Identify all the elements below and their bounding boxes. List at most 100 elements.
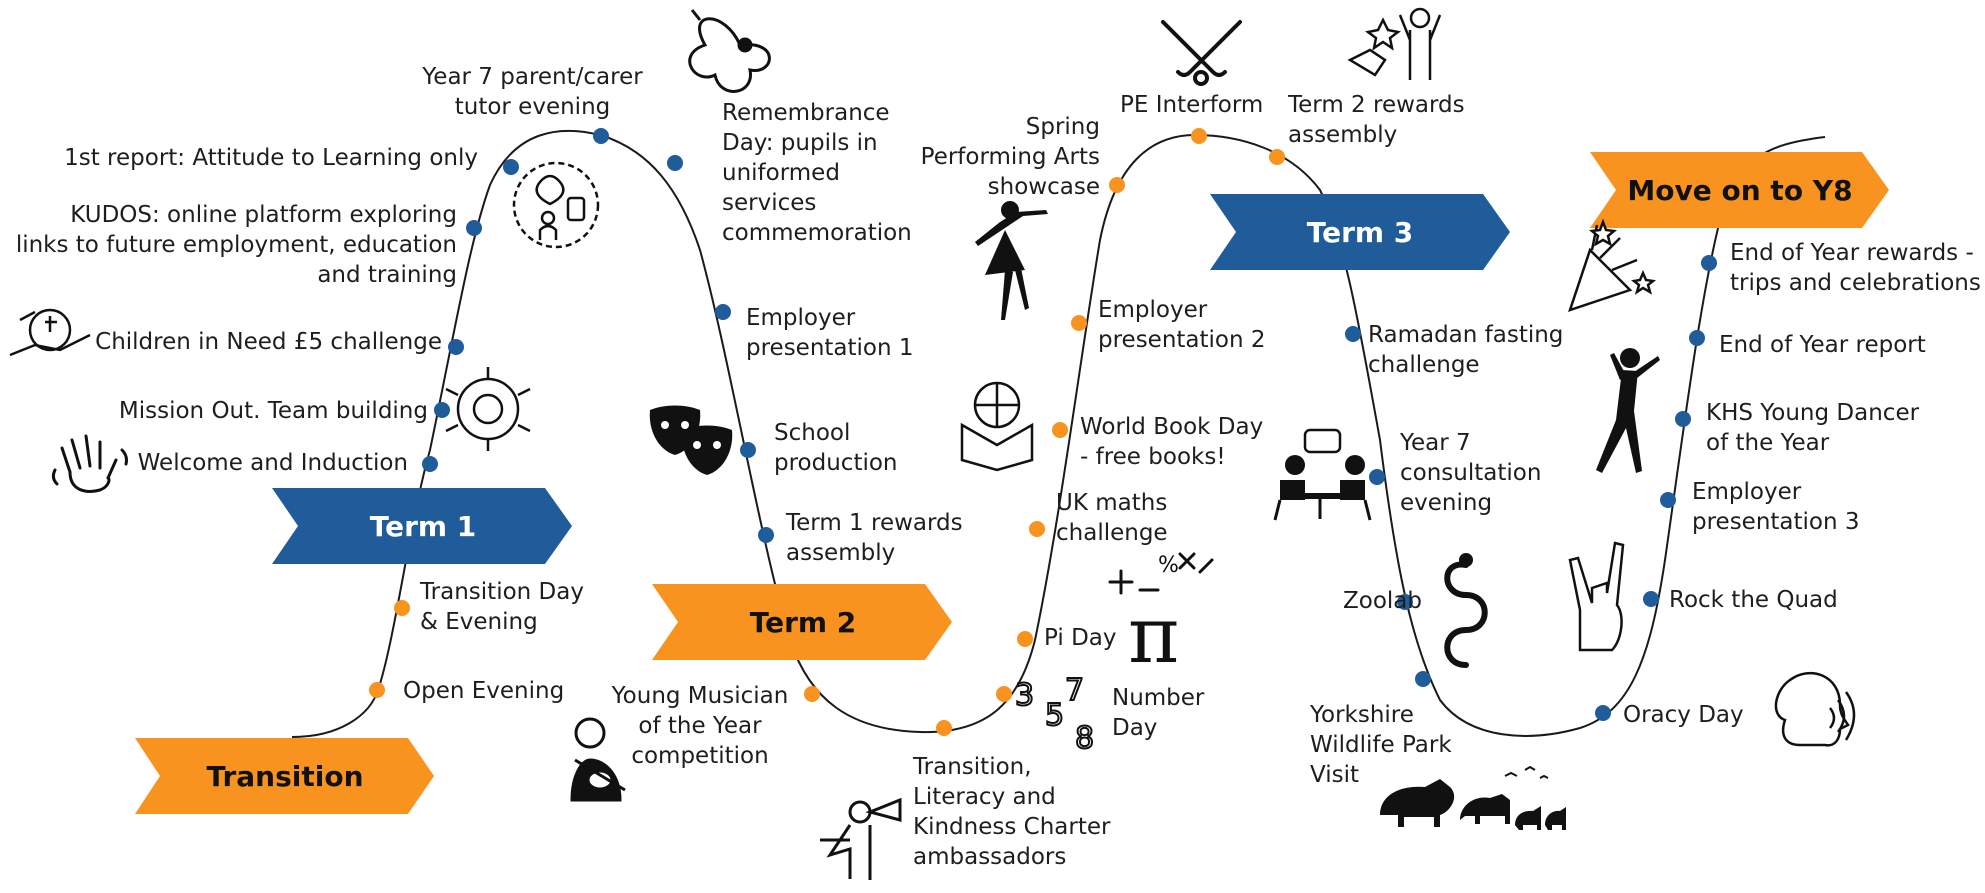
dot-oracy xyxy=(1595,705,1611,721)
dot-world-book-day xyxy=(1052,422,1068,438)
dot-ambassadors xyxy=(936,720,952,736)
label-rock-quad: Rock the Quad xyxy=(1669,587,1838,613)
label-remembrance: Remembrance Day: pupils in uniformed ser… xyxy=(722,100,912,246)
dot-children-in-need xyxy=(448,339,464,355)
dot-employer3 xyxy=(1660,492,1676,508)
banner-move-on: Move on to Y8 xyxy=(1590,152,1889,228)
dot-number-day xyxy=(996,686,1012,702)
dot-eoy-report xyxy=(1689,330,1705,346)
dot-welcome xyxy=(422,456,438,472)
dot-zoolab xyxy=(1397,594,1413,610)
label-consultation: Year 7 consultation evening xyxy=(1400,430,1542,516)
label-employer3: Employer presentation 3 xyxy=(1692,479,1860,535)
label-eoy-rewards: End of Year rewards - trips and celebrat… xyxy=(1730,240,1981,296)
label-term1-rewards: Term 1 rewards assembly xyxy=(786,510,963,566)
dot-employer1 xyxy=(715,304,731,320)
label-eoy-report: End of Year report xyxy=(1719,332,1926,358)
label-transition-day: Transition Day & Evening xyxy=(420,579,584,635)
label-zoolab: Zoolab xyxy=(1343,588,1422,614)
dot-first-report xyxy=(503,159,519,175)
label-young-musician: Young Musician of the Year competition xyxy=(611,683,789,769)
svg-text:8: 8 xyxy=(1075,721,1094,756)
label-oracy: Oracy Day xyxy=(1623,702,1744,728)
label-employer1: Employer presentation 1 xyxy=(746,305,914,361)
label-employer2: Employer presentation 2 xyxy=(1098,297,1266,353)
party-popper-icon xyxy=(1568,218,1657,312)
label-term2-rewards: Term 2 rewards assembly xyxy=(1288,92,1465,148)
dot-young-musician xyxy=(804,686,820,702)
svg-text:5: 5 xyxy=(1045,698,1064,733)
label-number-day: Number Day xyxy=(1112,685,1205,741)
dot-consultation xyxy=(1369,469,1385,485)
dot-yorkshire xyxy=(1415,671,1431,687)
dot-pi-day xyxy=(1017,631,1033,647)
dot-ramadan xyxy=(1345,326,1361,342)
snake-icon xyxy=(1444,553,1488,668)
guitarist-icon xyxy=(570,717,626,802)
feedback-people-icon xyxy=(512,161,600,249)
dot-transition-day xyxy=(394,600,410,616)
banner-term3-label: Term 3 xyxy=(1307,216,1414,249)
waving-hand-icon xyxy=(51,434,128,493)
dot-rock-quad xyxy=(1643,591,1659,607)
number-digits-icon: 3 5 7 8 xyxy=(1014,672,1095,757)
banner-term1: Term 1 xyxy=(272,488,572,564)
consultation-meeting-icon xyxy=(1273,428,1372,521)
dot-eoy-rewards xyxy=(1701,255,1717,271)
svg-text:π: π xyxy=(1128,591,1179,681)
label-yorkshire: Yorkshire Wildlife Park Visit xyxy=(1310,702,1452,788)
timeline-dots xyxy=(369,128,1717,736)
poppy-icon xyxy=(688,9,771,93)
pi-symbol-icon: π xyxy=(1128,591,1179,681)
svg-text:7: 7 xyxy=(1065,673,1084,708)
label-world-book-day: World Book Day - free books! xyxy=(1080,414,1264,470)
label-spring-showcase: Spring Performing Arts showcase xyxy=(920,114,1100,200)
label-first-report: 1st report: Attitude to Learning only xyxy=(64,145,478,171)
label-mission-out: Mission Out. Team building xyxy=(118,398,428,424)
dot-uk-maths xyxy=(1029,521,1045,537)
label-ramadan: Ramadan fasting challenge xyxy=(1368,322,1564,378)
banner-term2: Term 2 xyxy=(652,584,952,660)
dot-term2-rewards xyxy=(1269,149,1285,165)
dot-spring-showcase xyxy=(1109,177,1125,193)
banner-transition-label: Transition xyxy=(206,760,363,793)
rock-hand-icon xyxy=(1568,541,1625,652)
banner-term1-label: Term 1 xyxy=(370,510,477,543)
label-school-production: School production xyxy=(774,420,898,476)
dot-pe-interform xyxy=(1191,128,1207,144)
dot-employer2 xyxy=(1071,315,1087,331)
label-open-evening: Open Evening xyxy=(403,678,565,704)
ballet-dancer-icon xyxy=(975,201,1048,320)
maths-operators-icon: % xyxy=(1108,552,1214,595)
dot-mission-out xyxy=(434,402,450,418)
banner-term3: Term 3 xyxy=(1210,194,1510,270)
label-uk-maths: UK maths challenge xyxy=(1056,490,1168,546)
dot-young-dancer xyxy=(1675,411,1691,427)
svg-text:3: 3 xyxy=(1015,678,1034,713)
label-parent-evening: Year 7 parent/carer tutor evening xyxy=(422,64,643,120)
hockey-sticks-icon xyxy=(1161,20,1242,86)
label-children-in-need: Children in Need £5 challenge xyxy=(95,329,442,355)
label-welcome: Welcome and Induction xyxy=(137,450,408,476)
banner-term2-label: Term 2 xyxy=(750,606,857,639)
label-pi-day: Pi Day xyxy=(1044,625,1117,651)
dot-remembrance xyxy=(667,155,683,171)
wildlife-animals-icon xyxy=(1380,765,1566,830)
dot-kudos xyxy=(466,220,482,236)
globe-book-icon xyxy=(960,381,1034,472)
label-kudos: KUDOS: online platform exploring links t… xyxy=(15,202,457,288)
dancer-icon xyxy=(1596,348,1660,473)
theatre-masks-icon xyxy=(649,405,733,475)
dot-school-production xyxy=(740,442,756,458)
dot-open-evening xyxy=(369,682,385,698)
label-ambassadors: Transition, Literacy and Kindness Charte… xyxy=(913,754,1111,870)
team-circle-icon xyxy=(445,367,531,451)
dot-parent-evening xyxy=(593,128,609,144)
label-young-dancer: KHS Young Dancer of the Year xyxy=(1706,400,1920,456)
charity-hands-icon xyxy=(9,308,91,357)
megaphone-hero-icon xyxy=(820,797,902,880)
svg-text:%: % xyxy=(1158,553,1179,578)
banner-transition: Transition xyxy=(135,738,434,814)
